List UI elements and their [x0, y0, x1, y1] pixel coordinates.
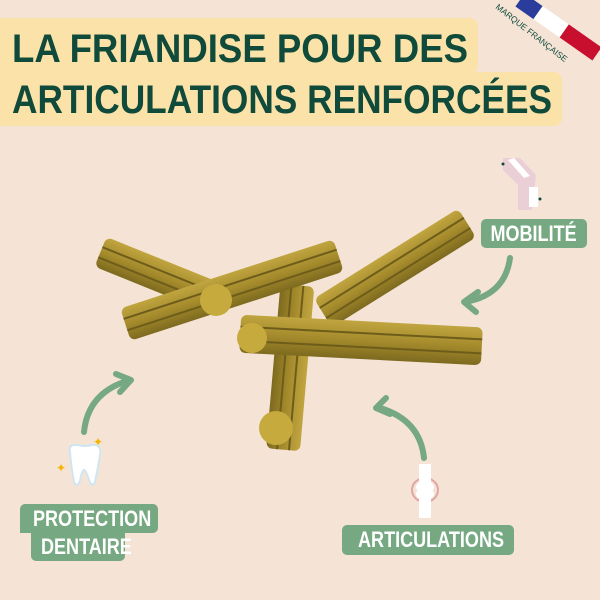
label-mobilite-text: MOBILITÉ [490, 221, 578, 246]
title-line2-box [0, 72, 562, 126]
stick-end [259, 411, 293, 445]
tooth-icon: ✦ ✦ [56, 435, 103, 486]
french-brand-badge: MARQUE FRANÇAISE [494, 0, 600, 64]
stick-end [237, 323, 267, 353]
label-dentaire: DENTAIRE [31, 532, 132, 561]
svg-text:✦: ✦ [56, 461, 66, 475]
arrow-protection [81, 377, 133, 435]
arrow-head [373, 395, 393, 417]
flag-white [533, 6, 569, 38]
title-line1: LA FRIANDISE POUR DES [12, 27, 468, 71]
label-articulations: ARTICULATIONS [342, 525, 514, 555]
knee-joint-icon [501, 158, 542, 210]
label-articulations-text: ARTICULATIONS [358, 527, 505, 552]
label-mobilite: MOBILITÉ [481, 219, 587, 248]
title-line1-box [0, 18, 478, 74]
title-line2: ARTICULATIONS RENFORCÉES [12, 77, 552, 122]
dental-stick [239, 315, 483, 366]
stick-end [200, 284, 232, 316]
flag-red [559, 24, 600, 61]
svg-text:✦: ✦ [93, 435, 103, 449]
dental-stick [121, 240, 343, 340]
arrow-head [113, 371, 134, 395]
title: LA FRIANDISE POUR DES ARTICULATIONS RENF… [12, 27, 552, 122]
label-protection: PROTECTION [20, 504, 158, 533]
arrow-head [461, 289, 481, 315]
dental-stick [316, 210, 474, 326]
arrow-mobilite [462, 255, 513, 305]
flag-blue [515, 0, 543, 20]
joint-bone-icon [411, 464, 439, 518]
